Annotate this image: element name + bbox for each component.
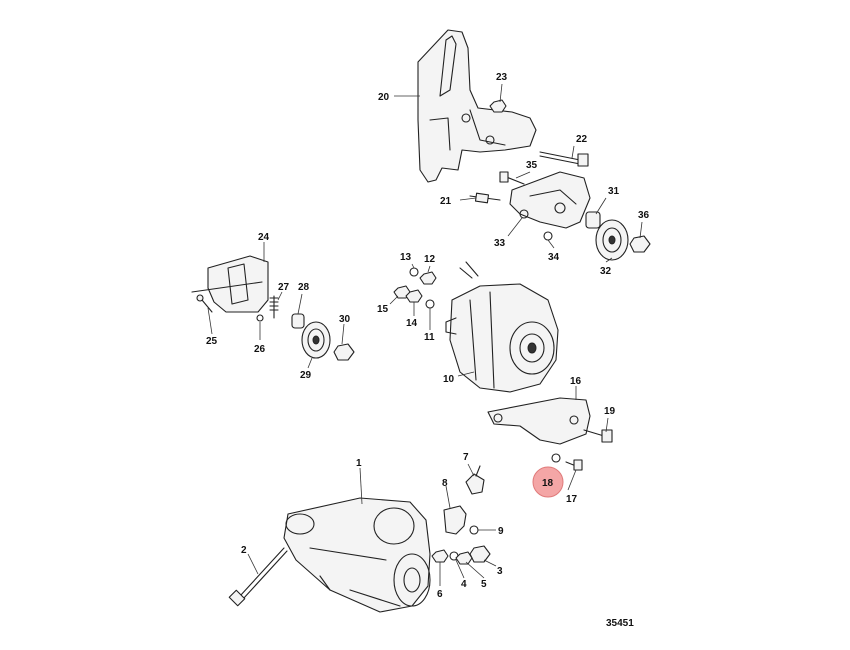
callout-4: 4 [461,579,467,590]
bolt-2 [228,547,288,607]
alternator-brace-16 [487,397,591,445]
callout-labels: 1 2 3 4 5 6 7 8 9 10 11 12 13 14 15 16 1… [206,72,650,600]
spacer-28 [291,313,305,329]
callout-30: 30 [339,314,351,325]
solenoid-cap-7 [465,465,485,495]
nut-30 [333,343,355,361]
callout-17: 17 [566,494,578,505]
washer-33 [519,209,529,219]
terminal-bracket-8 [443,505,467,535]
callout-14: 14 [406,318,418,329]
callout-15: 15 [377,304,389,315]
callout-23: 23 [496,72,508,83]
nut-15 [393,285,411,299]
callout-33: 33 [494,238,506,249]
callout-7: 7 [463,452,469,463]
nut-9 [469,525,479,535]
idler-pulley-29 [301,321,331,359]
nut-12 [419,271,437,285]
spacer-31 [585,211,601,229]
callout-29: 29 [300,370,312,381]
callout-19: 19 [604,406,616,417]
callout-8: 8 [442,478,448,489]
starter-motor-1 [283,497,431,613]
callout-6: 6 [437,589,443,600]
washer-11 [425,299,435,309]
callout-11: 11 [424,332,435,343]
callout-20: 20 [378,92,390,103]
callout-16: 16 [570,376,582,387]
callout-34: 34 [548,252,560,263]
bolt-17 [565,459,583,471]
callout-22: 22 [576,134,588,145]
washer-34 [543,231,553,241]
callout-12: 12 [424,254,436,265]
alternator-10 [445,261,559,393]
callout-2: 2 [241,545,247,556]
callout-13: 13 [400,252,412,263]
bolt-35 [499,171,525,185]
callout-5: 5 [481,579,487,590]
alternator-mounting-bracket [417,29,591,229]
callout-35: 35 [526,160,538,171]
callout-32: 32 [600,266,612,277]
washer-18 [551,453,561,463]
callout-9: 9 [498,526,504,537]
callout-21: 21 [440,196,452,207]
idler-pulley-32 [595,219,629,261]
nut-5 [455,551,473,565]
nut-23 [489,99,507,113]
callout-26: 26 [254,344,266,355]
callout-3: 3 [497,566,503,577]
bolt-25 [196,294,213,313]
callout-31: 31 [608,186,620,197]
callout-18: 18 [542,478,554,489]
callout-36: 36 [638,210,650,221]
washer-26 [256,314,264,322]
idler-bracket-24 [191,255,269,313]
callout-28: 28 [298,282,310,293]
figure-number: 35451 [606,618,634,629]
callout-25: 25 [206,336,218,347]
leader-lines [207,83,643,586]
nut-6 [431,549,449,563]
nut-36 [629,235,651,253]
bolt-22 [539,151,589,167]
highlight-circle-18 [532,466,564,498]
bolt-19 [583,429,613,443]
callout-1: 1 [356,458,362,469]
callout-27: 27 [278,282,290,293]
stud-27 [269,295,279,319]
stud-21 [469,192,501,204]
callout-24: 24 [258,232,270,243]
nut-3 [469,545,491,563]
callout-10: 10 [443,374,455,385]
nut-14 [405,289,423,303]
washer-13 [409,267,419,277]
